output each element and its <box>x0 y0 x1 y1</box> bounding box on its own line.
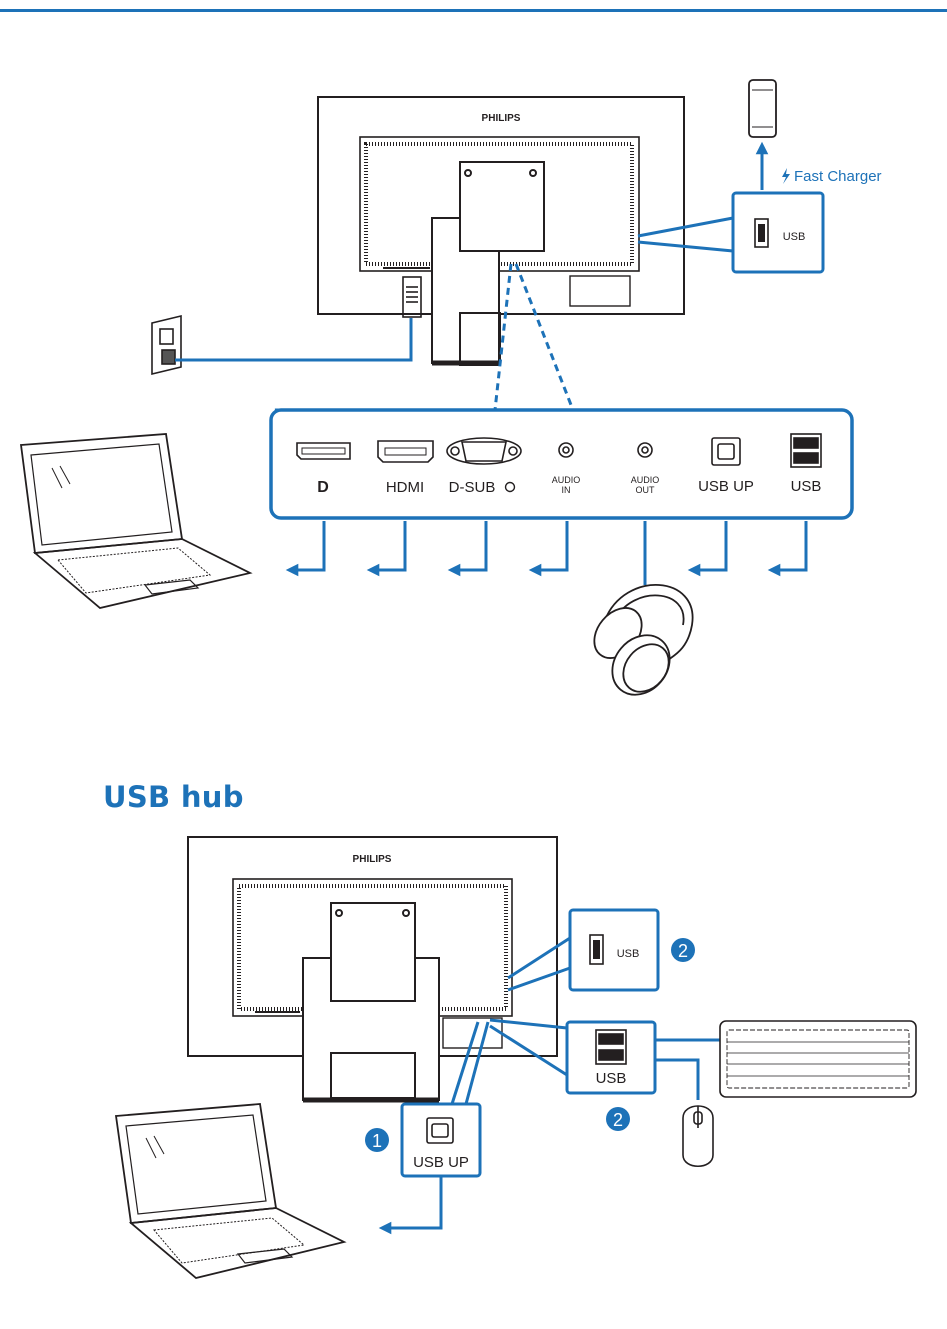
usb-up-label: USB UP <box>698 478 754 495</box>
audio-in-label-2: IN <box>562 485 571 495</box>
usb-label: USB <box>791 478 822 495</box>
audio-in-label-1: AUDIO <box>552 475 581 485</box>
brand-top: PHILIPS <box>482 113 521 124</box>
badge-1 <box>365 1128 389 1152</box>
usb-b-icon <box>426 1117 454 1144</box>
power-outlet-icon <box>151 276 422 376</box>
lightning-icon <box>782 168 790 184</box>
hub-charge-box <box>568 908 660 992</box>
headphones-icon <box>593 584 694 696</box>
hub-usb-up-label: USB UP <box>413 1154 469 1171</box>
fast-charger-label: Fast Charger <box>794 168 882 185</box>
port-panel <box>269 408 854 520</box>
hub-charge-usb-label: USB <box>617 948 640 960</box>
usb-a-icon <box>754 218 769 248</box>
audio-jack-icon <box>558 442 574 458</box>
usb-a-icon <box>595 1029 627 1065</box>
hub-usb-connector <box>489 1018 568 1077</box>
badge-2-bottom <box>606 1107 630 1131</box>
vga-icon <box>446 437 522 465</box>
badge-2-bottom-label: 2 <box>613 1110 623 1130</box>
usb-a-icon <box>589 934 604 965</box>
laptop-icon <box>19 433 253 609</box>
fast-charger-box <box>731 191 825 274</box>
power-cable <box>175 318 413 362</box>
usb-a-icon <box>790 433 822 468</box>
brand-bottom: PHILIPS <box>353 854 392 865</box>
badge-1-label: 1 <box>372 1131 382 1151</box>
port-leader-right <box>514 263 575 411</box>
audio-jack-icon <box>637 442 653 458</box>
hub-usb-up-leader <box>450 1021 490 1105</box>
top-rule <box>0 0 947 12</box>
badge-2-top-label: 2 <box>678 941 688 961</box>
phone-icon <box>748 79 777 138</box>
section-title-usb-hub: USB hub <box>103 780 244 814</box>
audio-out-label-1: AUDIO <box>631 475 660 485</box>
hub-usb-up-arrow <box>378 1176 443 1235</box>
charger-connector <box>637 216 734 253</box>
mouse-cable <box>655 1058 700 1100</box>
hdmi-label: HDMI <box>386 479 424 496</box>
hub-usb-label: USB <box>596 1070 627 1087</box>
fast-charger-usb-label: USB <box>783 231 806 243</box>
hdmi-icon <box>377 440 434 463</box>
monitor-back-bottom <box>187 836 558 1103</box>
monitor-back-top <box>317 96 685 366</box>
display-port-icon <box>296 442 351 460</box>
dsub-symbol <box>504 481 516 493</box>
port-arrows <box>285 521 808 585</box>
hub-charge-connector <box>507 936 571 992</box>
dsub-label: D-SUB <box>449 479 496 496</box>
usb-b-icon <box>711 437 741 466</box>
mouse-icon <box>682 1105 714 1168</box>
audio-out-label-2: OUT <box>636 485 656 495</box>
laptop-icon <box>114 1103 347 1279</box>
dp-label: D <box>317 479 329 496</box>
badge-2-top <box>671 938 695 962</box>
keyboard-icon <box>719 1020 917 1098</box>
